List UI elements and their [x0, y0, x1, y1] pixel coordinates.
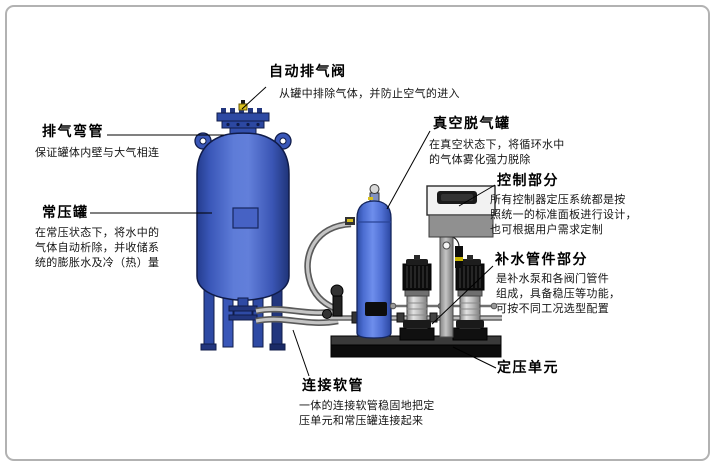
label-auto-vent-valve-desc: 从罐中排除气体，并防止空气的进入 — [279, 87, 460, 100]
label-pressure-tank-desc: 在常压状态下，将水中的 气体自动析除，并收储系 统的膨胀水及冷（热）量 — [35, 226, 160, 269]
leader-auto-vent — [241, 86, 267, 110]
valve-handwheel — [330, 284, 344, 298]
label-pressure-tank-title: 常压罐 — [42, 205, 89, 221]
control-panel-graphic — [426, 185, 496, 238]
label-vent-bend-pipe-desc: 保证罐体内壁与大气相连 — [35, 146, 160, 159]
pump-right-graphic — [442, 255, 498, 341]
label-vacuum-degas-tank-desc: 在真空状态下，将循环水中 的气体雾化强力脱除 — [429, 138, 565, 166]
pressure-tank-graphic — [194, 100, 292, 351]
label-vacuum-degas-tank-title: 真空脱气罐 — [433, 116, 511, 132]
degas-top-stack — [368, 184, 380, 204]
degas-hose-graphic — [304, 217, 355, 311]
top-flange — [216, 108, 270, 129]
pump-motor — [402, 263, 432, 291]
vacuum-degas-tank-graphic — [356, 184, 392, 339]
degas-control-box — [365, 302, 387, 316]
leader-makeup — [431, 265, 494, 325]
control-panel-lower-box — [428, 214, 494, 238]
label-connecting-hose-desc: 一体的连接软管稳固地把定 压单元和常压罐连接起来 — [299, 399, 435, 427]
label-makeup-piping-desc: 是补水泵和各阀门管件 组成，具备稳压等功能， 可按不同工况选型配置 — [496, 272, 621, 315]
label-pressure-unit-title: 定压单元 — [497, 360, 559, 376]
panel-post-graphic — [439, 236, 454, 338]
pump-motor — [455, 263, 485, 291]
label-auto-vent-valve-title: 自动排气阀 — [269, 64, 347, 80]
tank-nameplate — [232, 207, 259, 229]
label-control-section-desc: 所有控制器定压系统都是按 照统一的标准面板进行设计， 也可根据用户需求定制 — [490, 193, 637, 236]
leader-degas-tank — [386, 130, 431, 210]
inlet-valve-assembly-graphic — [322, 284, 344, 319]
label-connecting-hose-title: 连接软管 — [302, 378, 364, 394]
label-vent-bend-pipe-title: 排气弯管 — [42, 124, 104, 140]
leader-control — [458, 184, 496, 207]
pressure-gauge-icon — [369, 184, 380, 194]
label-control-section-title: 控制部分 — [497, 173, 559, 189]
pump-left-graphic — [389, 255, 445, 341]
leader-unit — [452, 346, 497, 369]
auto-vent-valve-graphic — [238, 100, 248, 111]
leader-lines — [90, 86, 497, 377]
label-makeup-piping-title: 补水管件部分 — [495, 252, 588, 268]
leader-hose — [292, 329, 310, 377]
